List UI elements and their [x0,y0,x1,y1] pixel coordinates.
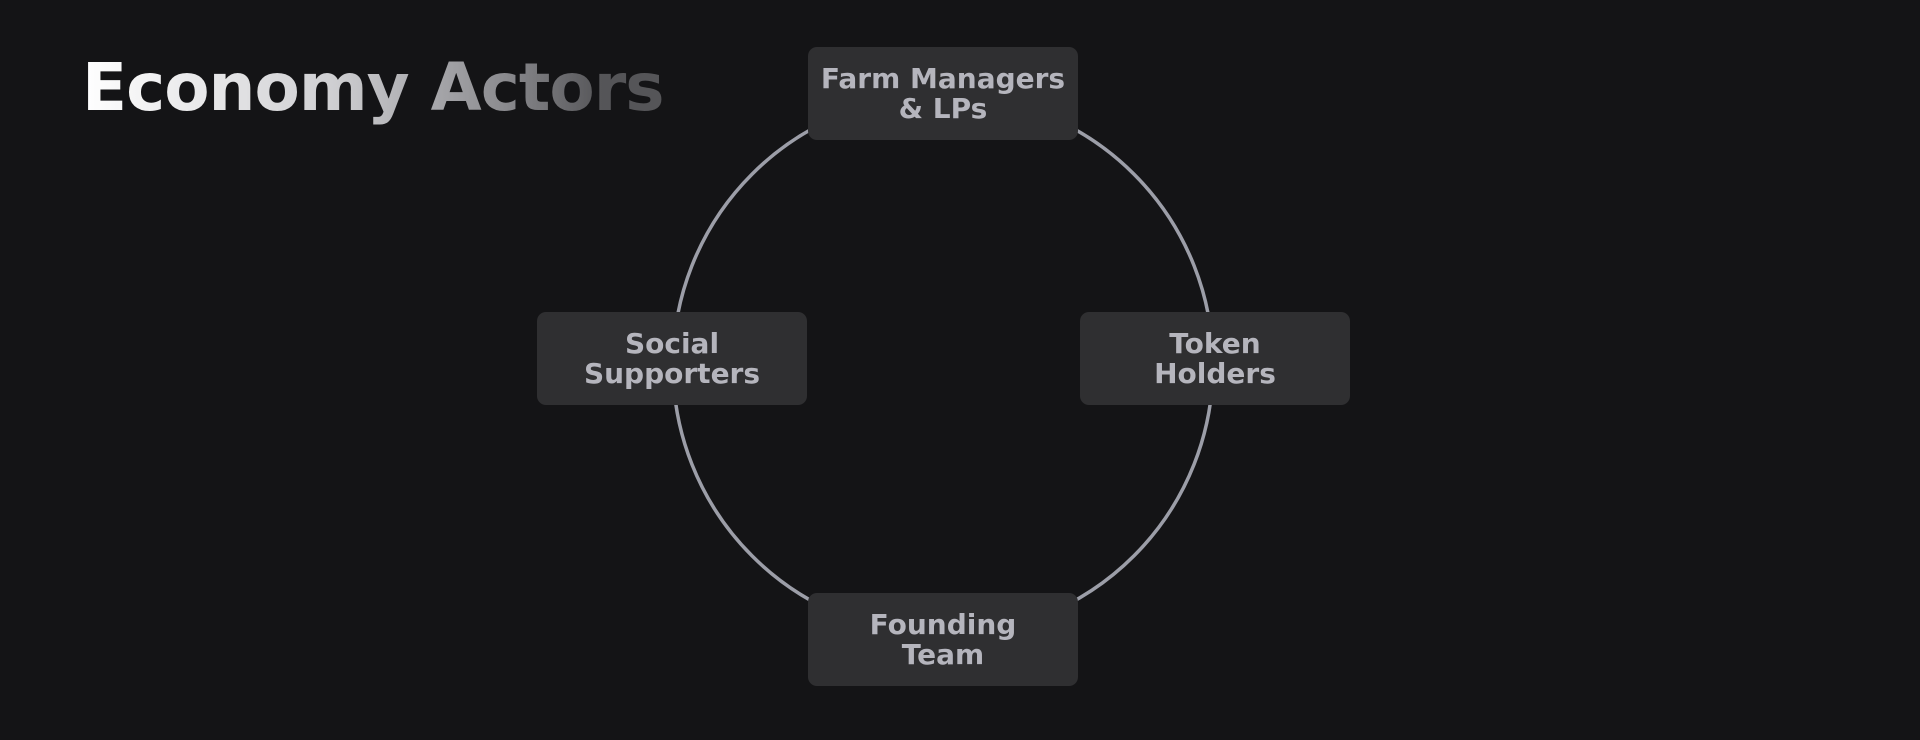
page-title: Economy Actors [82,44,665,132]
actor-node-farm-managers: Farm Managers & LPs [808,47,1078,140]
actor-node-founding-team: Founding Team [808,593,1078,686]
actor-label-farm-managers: Farm Managers & LPs [820,61,1066,125]
actor-label-token-holders: Token Holders [1154,326,1276,390]
actor-node-social-supporters: Social Supporters [537,312,807,405]
actor-node-token-holders: Token Holders [1080,312,1350,405]
actor-label-founding-team: Founding Team [869,607,1017,671]
actor-label-social-supporters: Social Supporters [583,326,761,390]
